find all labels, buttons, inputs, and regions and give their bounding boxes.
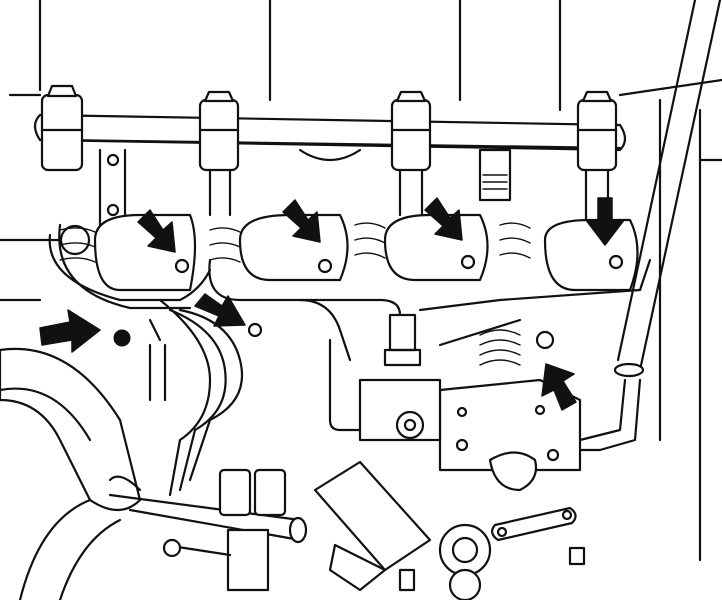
arrow-down-right-icon [194, 293, 246, 327]
injection-pump [358, 313, 582, 492]
injector-3 [390, 90, 432, 172]
fuel-rail [33, 113, 627, 202]
arrow-down-right-icon [424, 197, 463, 241]
injector-4 [576, 90, 618, 172]
injector-2 [198, 90, 240, 172]
mounting-bolts [106, 153, 555, 402]
arrow-up-left-icon [541, 363, 577, 411]
connector-cluster [162, 468, 586, 592]
arrow-down-right-icon [137, 209, 176, 253]
fuel-solenoid [313, 460, 492, 600]
injector-1 [40, 84, 84, 172]
valve-springs [59, 222, 531, 366]
engine-block-outline [0, 0, 722, 562]
arrow-down-right-icon [282, 199, 321, 243]
injection-lines [48, 223, 652, 497]
throttle-linkage [491, 506, 577, 542]
arrow-right-icon [39, 309, 101, 353]
callout-arrows [39, 197, 625, 411]
arrow-down-icon [585, 197, 625, 246]
